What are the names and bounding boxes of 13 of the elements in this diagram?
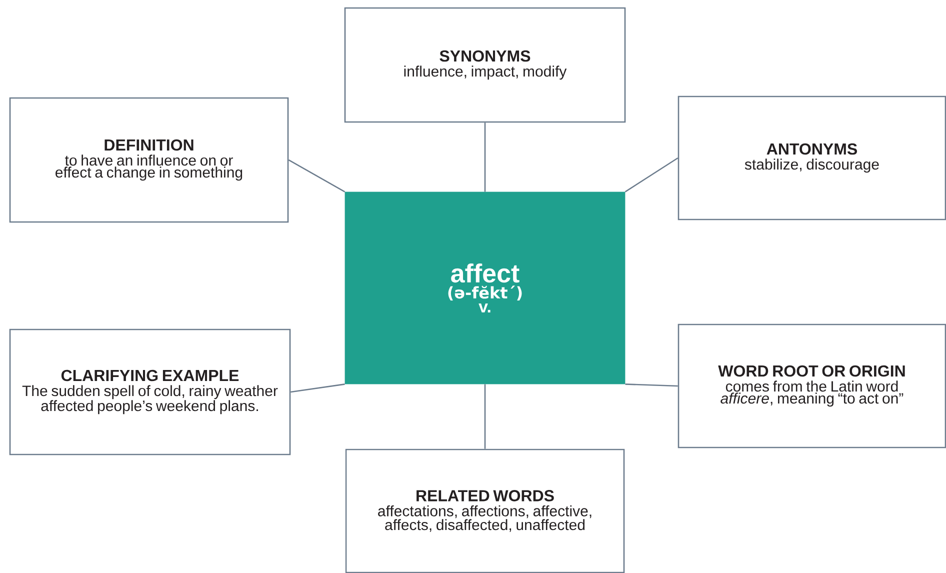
connector-line bbox=[624, 157, 678, 192]
info-box: ANTONYMS stabilize, discourage bbox=[678, 96, 946, 220]
info-box: CLARIFYING EXAMPLE The sudden spell of cold, rainy weather affected people’s weekend plans. bbox=[9, 328, 291, 456]
connector-line bbox=[288, 159, 346, 192]
info-box: WORD ROOT OR ORIGIN comes from the Latin word afficere, meaning “to act on” bbox=[678, 324, 946, 448]
headword-box: affect (ə-fĕkt´) v. bbox=[344, 192, 626, 384]
connector-line bbox=[290, 384, 345, 393]
connector-line bbox=[484, 122, 486, 192]
connector-line bbox=[484, 384, 486, 449]
connector-line bbox=[625, 384, 678, 387]
info-box: DEFINITION to have an influence on or effect a change in something bbox=[9, 97, 289, 223]
info-box: SYNONYMS influence, impact, modify bbox=[344, 7, 626, 123]
info-box: RELATED WORDS affectations, affections, affective, affects, disaffected, unaffected bbox=[345, 448, 625, 573]
